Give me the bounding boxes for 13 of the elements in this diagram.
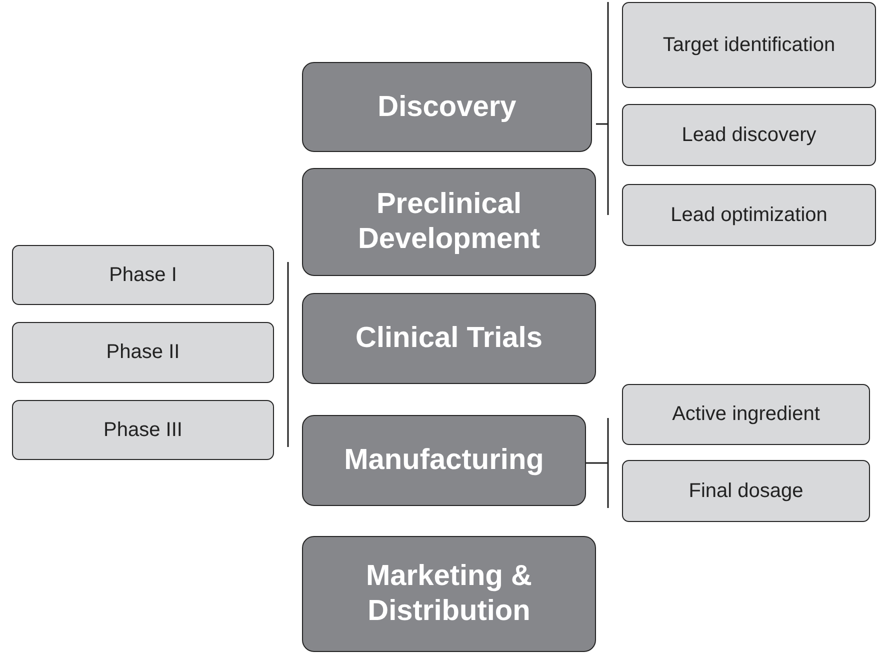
stage-box: Preclinical Development: [302, 168, 596, 276]
step-box: Phase III: [12, 400, 274, 460]
stage-box: Marketing & Distribution: [302, 536, 596, 652]
step-box: Phase II: [12, 322, 274, 383]
stage-box: Clinical Trials: [302, 293, 596, 384]
step-box: Lead optimization: [622, 184, 876, 246]
stage-box: Manufacturing: [302, 415, 586, 506]
step-box: Phase I: [12, 245, 274, 305]
step-box: Target identification: [622, 2, 876, 88]
step-box: Active ingredient: [622, 384, 870, 445]
step-box: Final dosage: [622, 460, 870, 522]
step-box: Lead discovery: [622, 104, 876, 166]
stage-box: Discovery: [302, 62, 592, 152]
